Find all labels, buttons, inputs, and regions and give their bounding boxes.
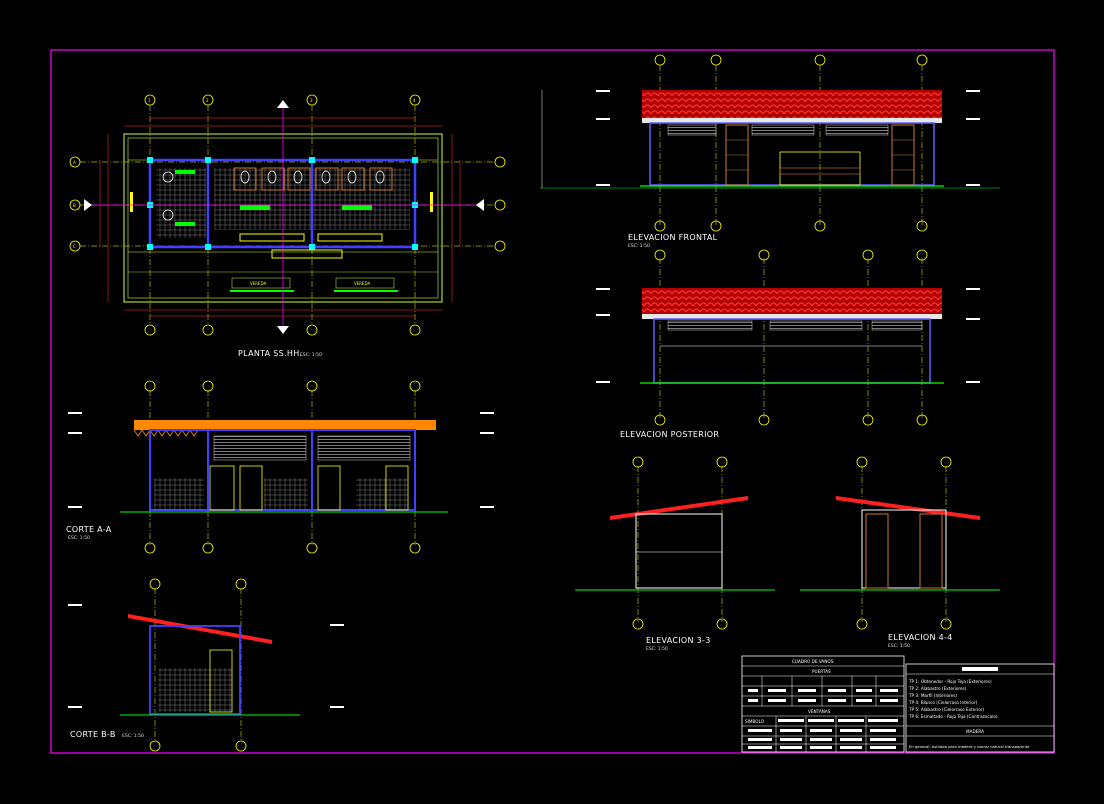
plan-axis-4-label: 4 (413, 98, 416, 103)
legend-note: En general: estilado para madera y barni… (909, 744, 1030, 749)
paint-legend: TP 1: Obtenedor - Rojo Teja (Exteriores)… (905, 663, 1055, 753)
rear-elevation-title: ELEVACION POSTERIOR (620, 430, 719, 439)
elevation-4-4-title: ELEVACION 4-4 (888, 633, 953, 642)
elevation-4-4: ELEVACION 4-4 ESC: 1:50 (800, 456, 1000, 649)
legend-item-2: TP 2: Alabastro (Exteriores) (908, 686, 967, 691)
schedule-symbol-label: SIMBOLO (745, 719, 765, 724)
section-b-b: CORTE B-B ESC: 1:50 (68, 578, 344, 752)
plan-label-vereda-right: VEREDA (354, 281, 371, 286)
rear-elevation: ELEVACION POSTERIOR (596, 249, 980, 439)
plan-scale: ESC: 1:50 (300, 352, 322, 358)
plan-axis-c-label: C (73, 244, 76, 249)
section-b-b-title: CORTE B-B (70, 730, 116, 739)
elevation-3-3-title: ELEVACION 3-3 (646, 636, 711, 645)
plan-axis-2-label: 2 (206, 98, 209, 103)
section-a-a: CORTE A-A ESC: 1:50 (66, 380, 494, 554)
plan-label-vereda-left: VEREDA (250, 281, 267, 286)
section-b-b-scale: ESC: 1:50 (122, 733, 144, 739)
elevation-3-3-scale: ESC: 1:50 (646, 646, 668, 652)
front-elevation-scale: ESC: 1:50 (628, 243, 650, 249)
openings-schedule: CUADRO DE VANOS PUERTAS VENTANAS SIMBOLO (741, 655, 905, 753)
legend-item-6: TP 6: Esmaltado - Rojo Teja (Contrazocal… (908, 714, 998, 719)
legend-item-5: TP 5: Alabastro (Cielorraso Exterior) (908, 707, 985, 712)
elevation-4-4-scale: ESC: 1:50 (888, 643, 910, 649)
section-a-a-scale: ESC: 1:50 (68, 535, 90, 541)
plan-axis-3-label: 3 (310, 98, 313, 103)
legend-item-4: TP 4: Blanco (Cielorraso Interior) (908, 700, 978, 705)
plan-axis-a-label: A (73, 160, 76, 165)
schedule-windows-heading: VENTANAS (808, 709, 831, 714)
plan-axis-b-label: B (73, 203, 76, 208)
legend-material-heading: MADERA (966, 729, 984, 734)
front-elevation: ELEVACION FRONTAL ESC: 1:50 (540, 54, 1000, 249)
schedule-doors-heading: PUERTAS (812, 669, 831, 674)
elevation-3-3: ELEVACION 3-3 ESC: 1:50 (575, 456, 775, 652)
front-elevation-title: ELEVACION FRONTAL (628, 233, 718, 242)
floor-plan: VEREDA VEREDA 1 (69, 94, 506, 358)
plan-axis-1-label: 1 (148, 98, 151, 103)
schedule-title: CUADRO DE VANOS (792, 659, 834, 664)
legend-item-1: TP 1: Obtenedor - Rojo Teja (Exteriores) (908, 679, 992, 684)
plan-title: PLANTA SS.HH. (238, 349, 302, 358)
legend-item-3: TP 3: Marfil (Interiores) (908, 693, 957, 698)
sheet-frame (50, 49, 1055, 754)
section-a-a-title: CORTE A-A (66, 525, 112, 534)
